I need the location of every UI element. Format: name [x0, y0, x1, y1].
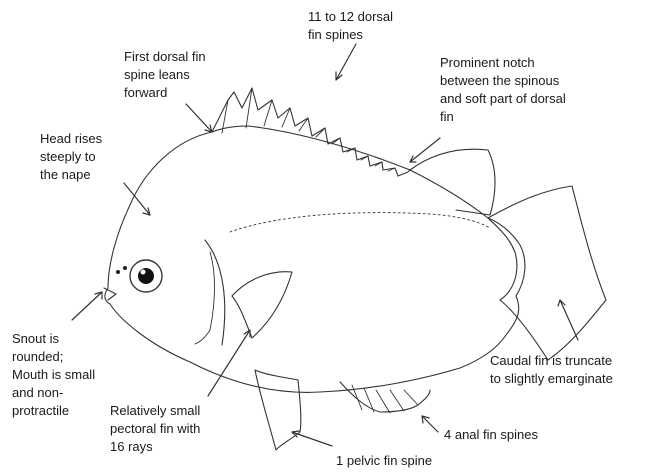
anal-fin — [340, 382, 430, 413]
label-pelvic-fin-spine: 1 pelvic fin spine — [336, 452, 432, 470]
lateral-line — [230, 213, 490, 232]
eye — [130, 260, 162, 292]
preoperculum — [195, 252, 215, 344]
caudal-fin — [488, 186, 606, 360]
nostril — [123, 266, 127, 270]
body-outline — [105, 126, 525, 392]
pelvic-fin — [255, 370, 301, 450]
pectoral-fin — [232, 272, 292, 338]
spinous-dorsal-fin — [212, 88, 410, 176]
mouth — [104, 288, 116, 300]
soft-dorsal-fin — [410, 149, 495, 215]
label-anal-fin-spines: 4 anal fin spines — [444, 426, 538, 444]
nostril — [116, 270, 120, 274]
